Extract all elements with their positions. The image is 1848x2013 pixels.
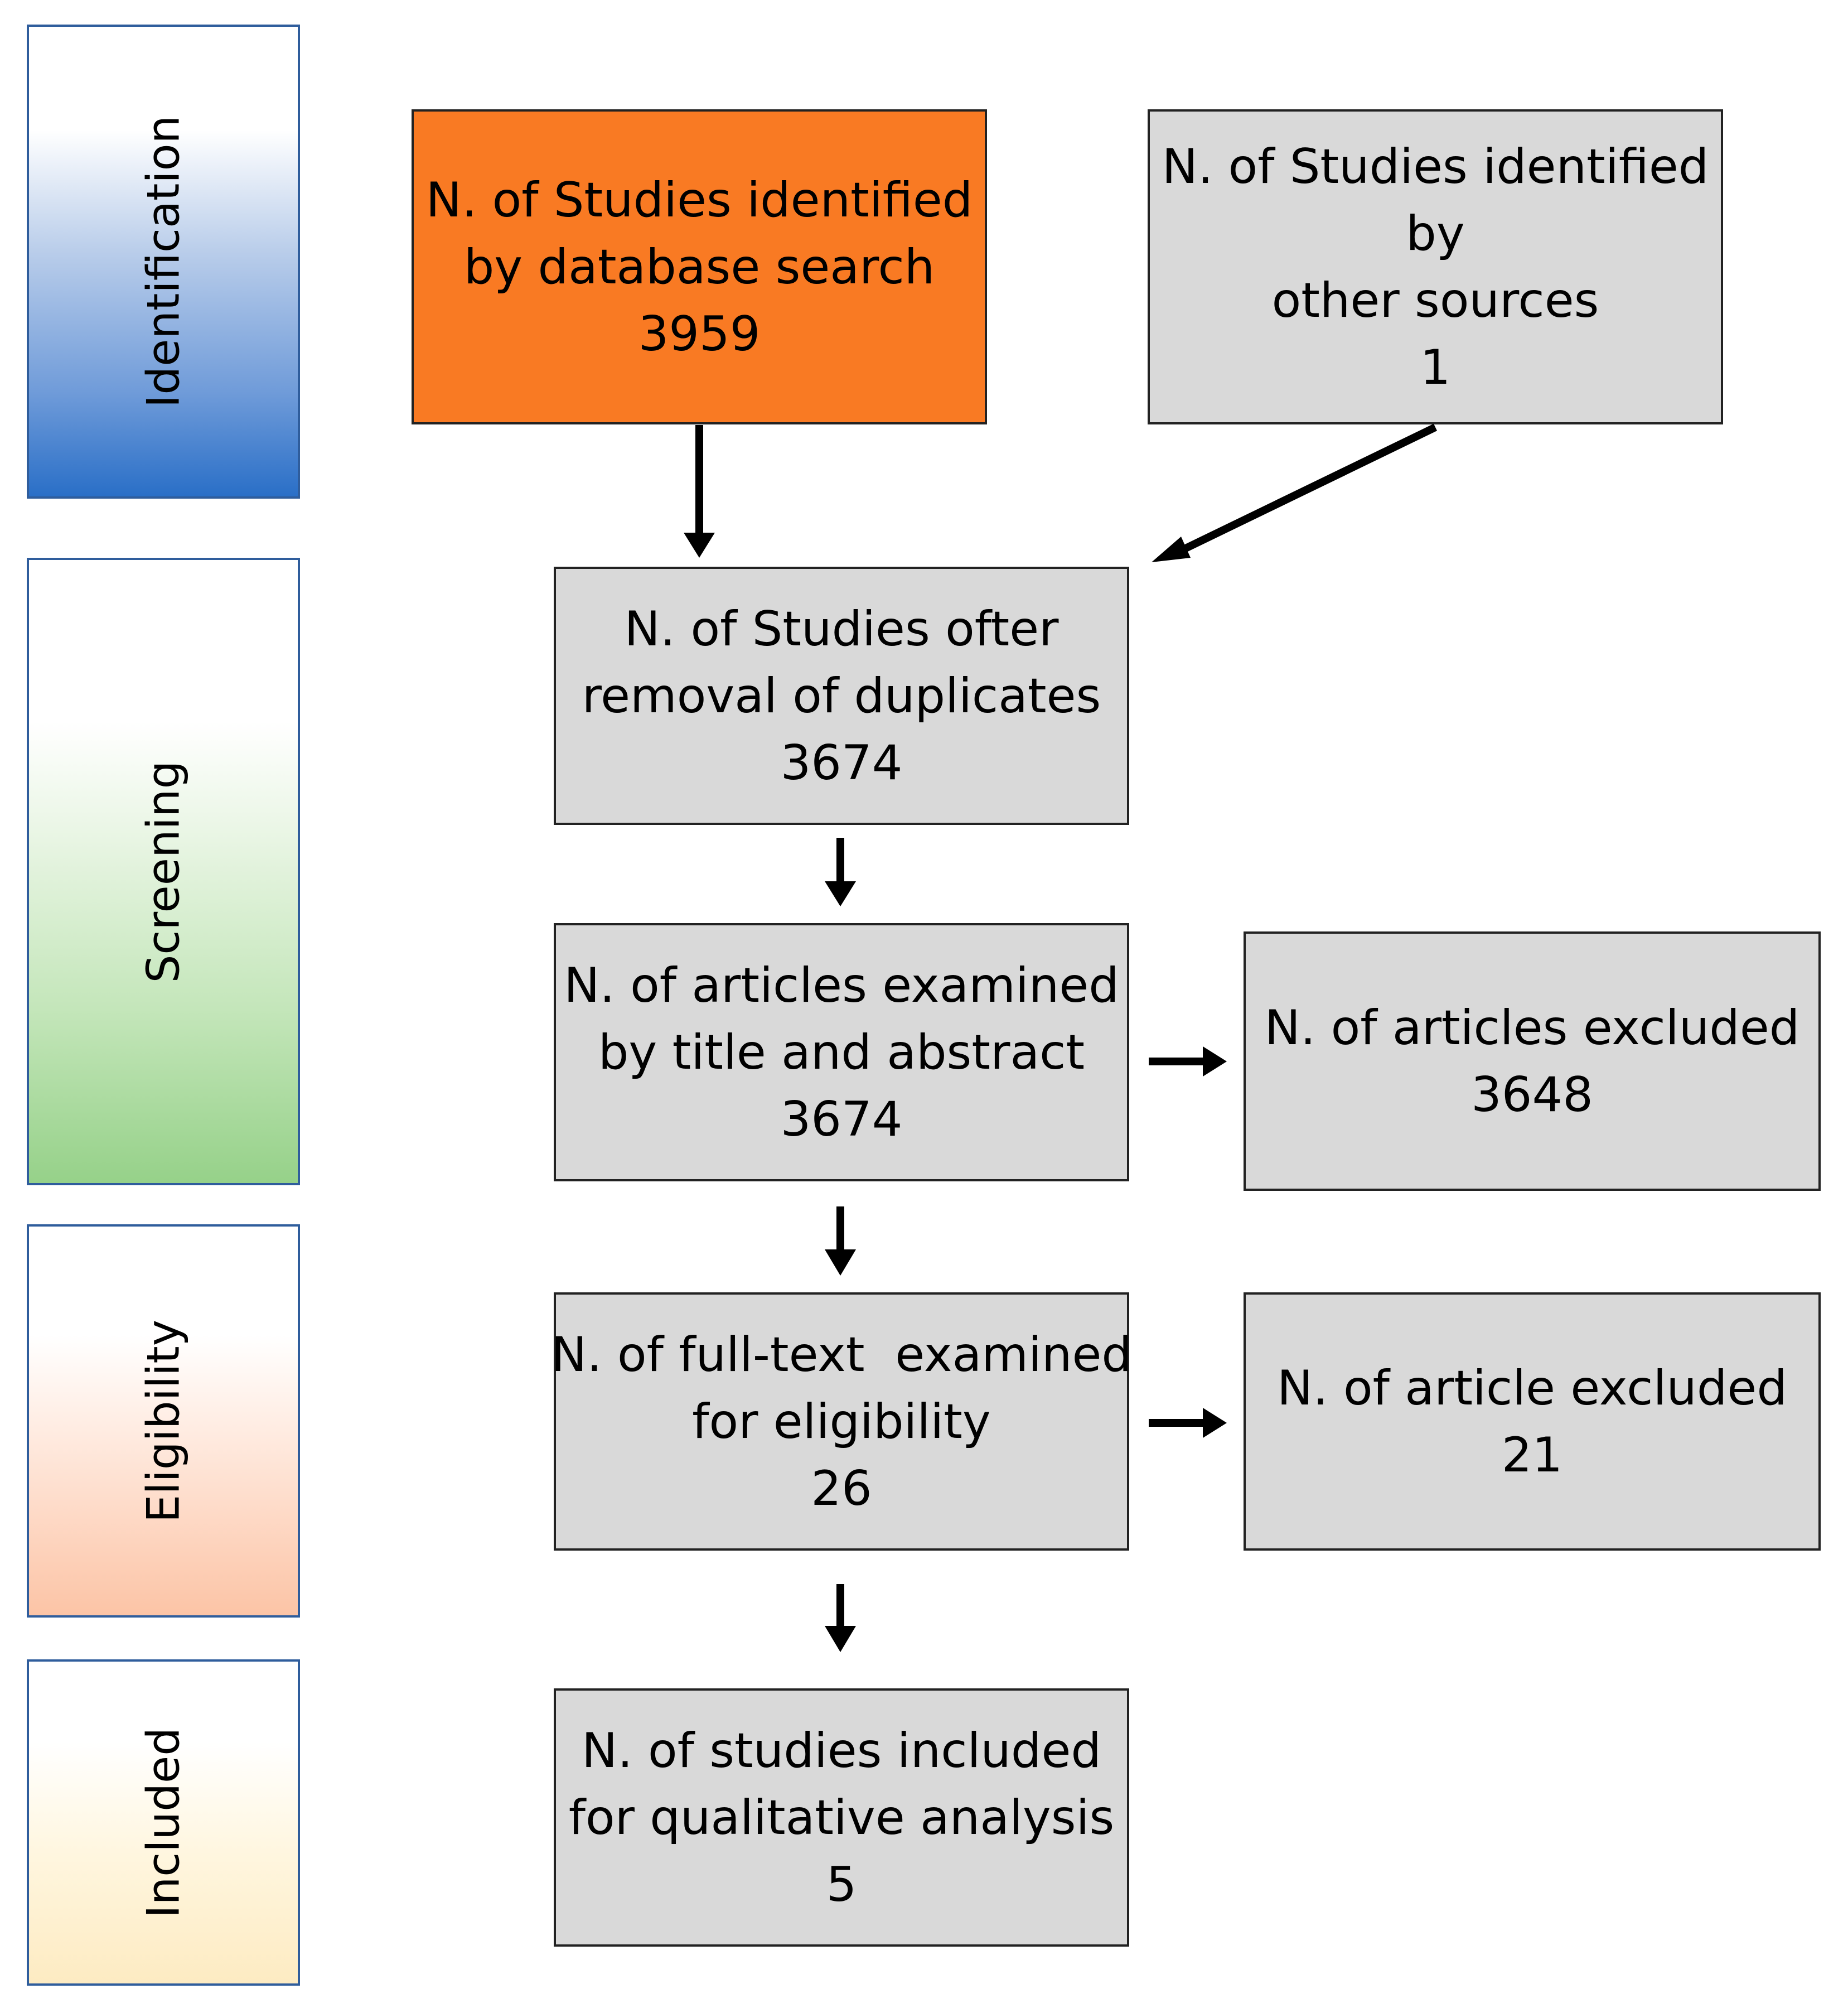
box-count: 26: [811, 1460, 872, 1517]
arrowhead-other-to-dup: [1152, 537, 1191, 562]
arrowhead-dup-to-title: [825, 881, 856, 906]
box-line: by: [1406, 205, 1465, 262]
box-full-text: N. of full-text examined for eligibility…: [551, 1292, 1132, 1551]
box-count: 3674: [780, 1091, 903, 1147]
box-line: by title and abstract: [598, 1024, 1085, 1080]
box-database-search: N. of Studies identified by database sea…: [412, 109, 987, 424]
stage-identification: Identification: [27, 25, 300, 499]
box-line: N. of full-text examined: [551, 1326, 1132, 1383]
box-count: 5: [826, 1856, 857, 1913]
box-line: removal of duplicates: [582, 668, 1101, 724]
box-line: N. of Studies identified: [1162, 138, 1709, 195]
box-title-abstract: N. of articles examined by title and abs…: [554, 923, 1129, 1181]
box-line: N. of Studies ofter: [624, 601, 1059, 657]
box-excluded-screening: N. of articles excluded 3648: [1244, 931, 1821, 1191]
arrowhead-db-to-dup: [684, 533, 715, 558]
box-line: for eligibility: [692, 1393, 991, 1450]
box-line: by database search: [463, 239, 935, 295]
box-excluded-eligibility: N. of article excluded 21: [1244, 1292, 1821, 1551]
arrowhead-title-to-full: [825, 1249, 856, 1276]
box-line: N. of articles examined: [564, 957, 1119, 1013]
arrowhead-full-to-incl: [825, 1626, 856, 1652]
arrowhead-title-to-excl1: [1203, 1046, 1227, 1077]
box-line: for qualitative analysis: [568, 1789, 1115, 1846]
box-count: 3959: [638, 306, 761, 362]
box-line: N. of articles excluded: [1264, 1000, 1800, 1056]
box-count: 3674: [780, 735, 903, 791]
box-count: 3648: [1471, 1066, 1593, 1123]
box-line: N. of studies included: [582, 1722, 1101, 1779]
arrow-other-to-dup: [1179, 423, 1438, 554]
box-after-duplicates: N. of Studies ofter removal of duplicate…: [554, 567, 1129, 825]
box-line: other sources: [1271, 272, 1599, 329]
box-line: N. of article excluded: [1277, 1360, 1787, 1416]
stage-screening: Screening: [27, 558, 300, 1185]
box-count: 21: [1501, 1427, 1563, 1483]
stage-included: Included: [27, 1659, 300, 1986]
arrowhead-full-to-excl2: [1203, 1408, 1227, 1438]
box-count: 1: [1420, 339, 1451, 395]
stage-eligibility: Eligibility: [27, 1224, 300, 1618]
box-other-sources: N. of Studies identified by other source…: [1148, 109, 1723, 424]
box-line: N. of Studies identified: [425, 172, 973, 228]
box-included-studies: N. of studies included for qualitative a…: [554, 1688, 1129, 1947]
